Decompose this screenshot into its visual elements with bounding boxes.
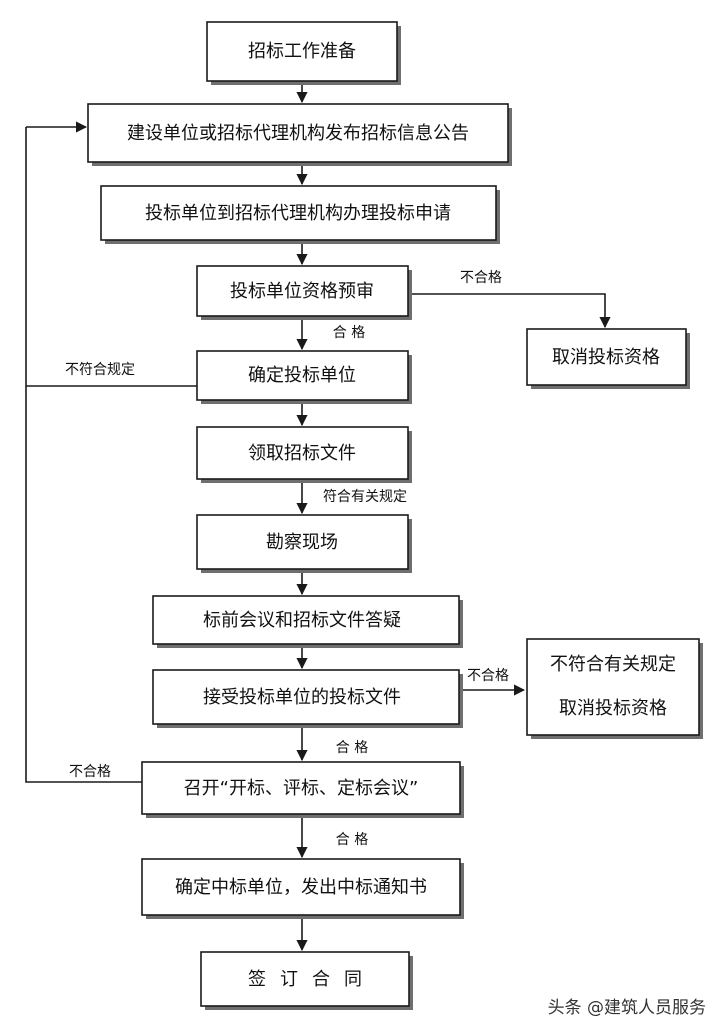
node-sign-text: 签订合同: [248, 969, 376, 990]
node-determine: 确定投标单位: [196, 350, 412, 404]
node-collect: 领取招标文件: [196, 426, 412, 483]
node-convene-text: 召开“开标、评标、定标会议”: [184, 778, 419, 799]
node-announce-text: 建设单位或招标代理机构发布招标信息公告: [127, 123, 469, 144]
node-determine-text: 确定投标单位: [248, 365, 356, 386]
label-fail-receive: 不合格: [467, 668, 509, 684]
node-receive-text: 接受投标单位的投标文件: [203, 687, 401, 708]
node-cancel1-text: 取消投标资格: [552, 347, 660, 368]
label-fail-convene: 不合格: [69, 764, 111, 780]
edge-labels: 不合格 合 格 不符合规定 符合有关规定 不合格 合 格 不合格 合 格: [65, 270, 509, 848]
node-convene: 召开“开标、评标、定标会议”: [141, 761, 464, 818]
connectors: [25, 82, 611, 952]
watermark: 头条 @建筑人员服务: [548, 998, 706, 1018]
node-collect-text: 领取招标文件: [248, 443, 356, 464]
node-announce: 建设单位或招标代理机构发布招标信息公告: [87, 103, 512, 166]
node-sign: 签订合同: [200, 951, 413, 1010]
node-survey: 勘察现场: [196, 514, 412, 573]
node-meeting-text: 标前会议和招标文件答疑: [203, 610, 401, 631]
label-pass-convene: 合 格: [336, 832, 368, 848]
arrow-prequal-to-cancel: [408, 293, 611, 329]
node-winner: 确定中标单位，发出中标通知书: [141, 858, 464, 919]
node-apply: 投标单位到招标代理机构办理投标申请: [100, 185, 500, 244]
node-apply-text: 投标单位到招标代理机构办理投标申请: [145, 203, 451, 224]
label-nonconform: 不符合规定: [65, 362, 135, 378]
node-receive: 接受投标单位的投标文件: [152, 669, 463, 728]
node-prepare: 招标工作准备: [206, 21, 401, 85]
label-pass-prequal: 合 格: [333, 325, 365, 341]
loop-from-convene: [25, 127, 142, 783]
node-reject-line1: 不符合有关规定: [550, 654, 676, 675]
node-cancel1: 取消投标资格: [526, 328, 690, 389]
node-prequal: 投标单位资格预审: [196, 265, 412, 320]
label-conform: 符合有关规定: [323, 489, 407, 505]
node-prequal-text: 投标单位资格预审: [230, 281, 374, 302]
node-prepare-text: 招标工作准备: [248, 41, 356, 62]
label-pass-receive: 合 格: [336, 740, 368, 756]
node-meeting: 标前会议和招标文件答疑: [152, 595, 463, 648]
node-reject-line2: 取消投标资格: [559, 698, 667, 719]
node-reject: 不符合有关规定 取消投标资格: [526, 638, 703, 739]
node-winner-text: 确定中标单位，发出中标通知书: [175, 877, 427, 898]
label-fail-prequal: 不合格: [460, 270, 502, 286]
node-survey-text: 勘察现场: [266, 532, 338, 553]
